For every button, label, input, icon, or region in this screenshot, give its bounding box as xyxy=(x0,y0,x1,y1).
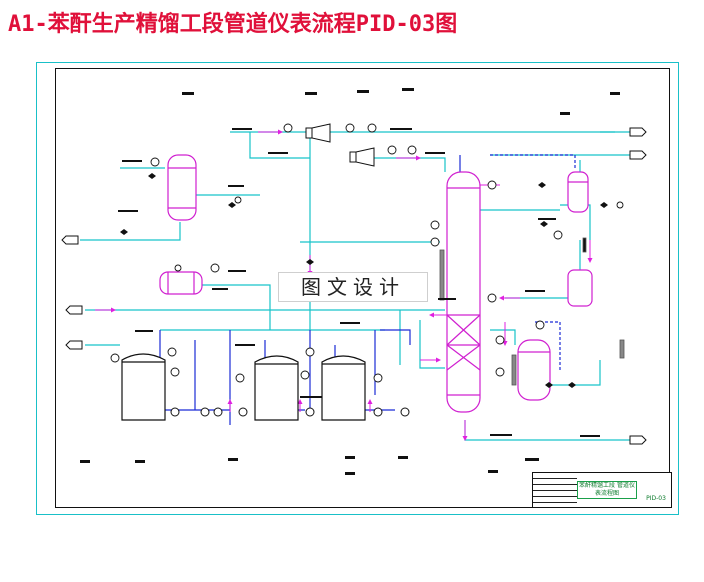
compressor-2 xyxy=(349,147,375,167)
pump-4 xyxy=(238,407,248,417)
equipment xyxy=(159,154,593,413)
column-feed-in xyxy=(419,320,445,369)
pump-3 xyxy=(213,407,223,417)
reboiler-dash xyxy=(535,321,561,370)
pump-6 xyxy=(373,407,383,417)
title-block-drawing-number: PID-03 xyxy=(646,495,666,502)
heat-exchanger xyxy=(159,271,203,295)
utility-link xyxy=(380,329,411,345)
drawing-title: A1-苯酐生产精馏工段管道仪表流程PID-03图 xyxy=(8,12,458,37)
tanks xyxy=(121,353,366,421)
instruments xyxy=(110,123,624,383)
overhead-link xyxy=(490,154,576,170)
condenser-1-bottom xyxy=(110,222,181,241)
pump-1 xyxy=(170,407,180,417)
title-block-rows xyxy=(533,473,577,507)
tank-1 xyxy=(121,353,166,421)
connectors xyxy=(61,127,647,445)
machines xyxy=(170,123,410,417)
reboiler-feed xyxy=(490,329,516,345)
bottom-product-line xyxy=(464,420,630,441)
exchanger-outlet xyxy=(195,284,271,330)
distillation-column xyxy=(446,171,481,413)
pump-5 xyxy=(305,407,315,417)
pump-2 xyxy=(200,407,210,417)
reboiler xyxy=(517,339,551,401)
insulation-markers xyxy=(439,237,625,386)
title-block-drawing-name: 苯酐精馏工段 管道仪表流程图 xyxy=(577,481,637,499)
condenser-2 xyxy=(567,171,589,213)
reflux-drum xyxy=(567,269,593,307)
outer-border xyxy=(36,62,679,515)
compressor-1 xyxy=(305,123,331,143)
tank-3 xyxy=(321,355,366,421)
vacuum-line xyxy=(365,157,446,172)
pump-7 xyxy=(400,407,410,417)
tank-2 xyxy=(254,355,299,421)
drawing-border xyxy=(55,68,670,508)
line-tags xyxy=(80,88,620,475)
watermark: 图文设计 xyxy=(278,272,428,302)
valves xyxy=(120,173,608,388)
reboiler-return xyxy=(550,360,601,386)
title-block: 苯酐精馏工段 管道仪表流程图 PID-03 xyxy=(532,472,672,508)
condenser-1 xyxy=(167,154,197,221)
vapor-line-top xyxy=(249,132,310,159)
